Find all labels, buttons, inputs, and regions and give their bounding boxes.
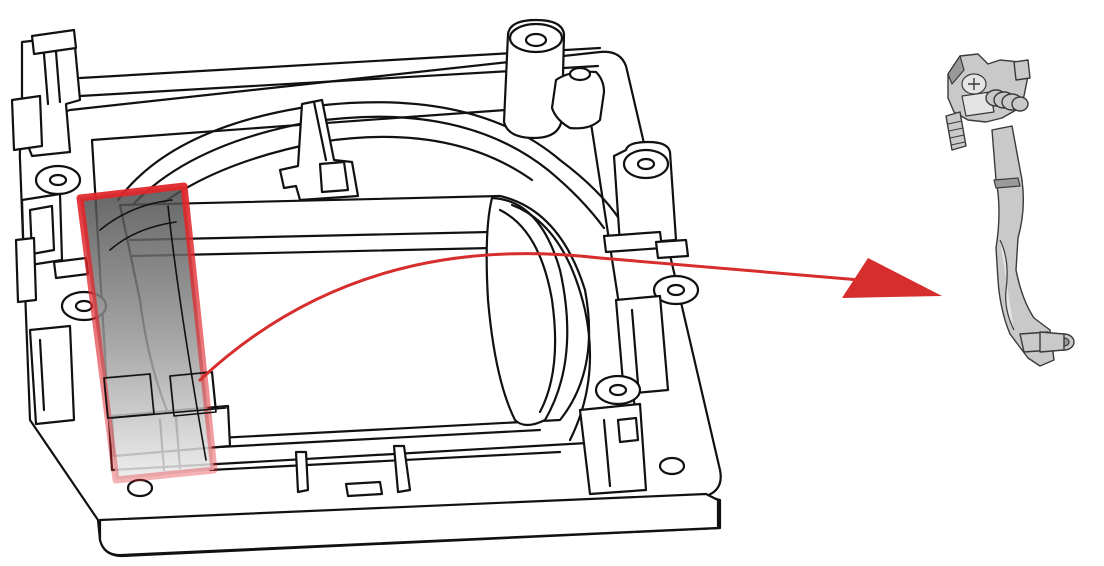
arrow-head [842,258,942,298]
spring [985,89,1029,112]
removed-component-illustration [945,53,1075,367]
removal-arrow [198,252,942,382]
part-location-highlight [76,182,227,484]
